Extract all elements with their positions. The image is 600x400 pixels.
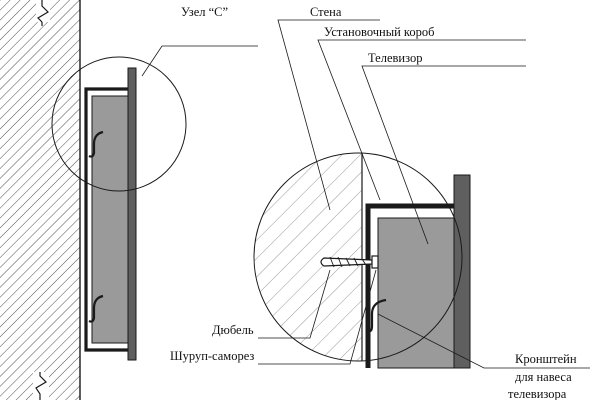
left-mount-box (84, 87, 128, 352)
labels: Узел “С” Стена Установочный короб Телеви… (170, 5, 577, 400)
label-tv: Телевизор (368, 51, 422, 65)
left-wall (0, 0, 81, 400)
detail-tv (377, 217, 455, 369)
leader-lines (141, 19, 590, 369)
label-mount-box: Установочный короб (324, 25, 434, 39)
label-node-c: Узел “С” (181, 5, 228, 19)
node-c-circle (51, 56, 187, 192)
detail-dowel-screw (320, 255, 379, 269)
detail-mount-box (365, 203, 454, 368)
detail-tv-front (453, 174, 471, 369)
left-tv (91, 67, 137, 361)
label-screw: Шуруп-саморез (170, 349, 254, 363)
detail-view (253, 152, 471, 369)
detail-bracket (365, 298, 387, 333)
label-bracket-3: телевизора (508, 387, 567, 400)
label-bracket-1: Кронштейн (515, 352, 577, 366)
left-brackets (88, 130, 104, 323)
label-dowel: Дюбель (212, 323, 254, 337)
label-bracket-2: для навеса (515, 370, 572, 384)
label-wall: Стена (310, 5, 342, 19)
